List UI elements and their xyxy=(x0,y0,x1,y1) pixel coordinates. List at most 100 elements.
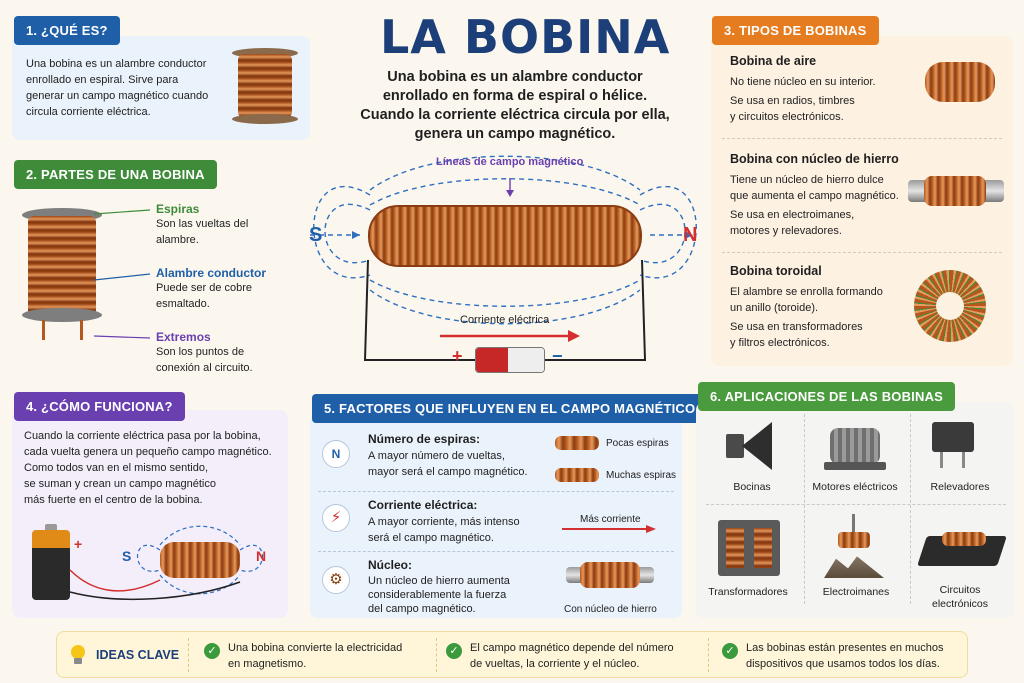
app-label-motors: Motores eléctricos xyxy=(812,481,898,493)
factor-desc: A mayor corriente, más intenso xyxy=(368,516,520,528)
more-current-label: Más corriente xyxy=(580,514,641,525)
text-line: cada vuelta genera un pequeño campo magn… xyxy=(24,446,272,458)
type-name: Bobina con núcleo de hierro xyxy=(730,152,899,166)
subtitle-line: genera un campo magnético. xyxy=(414,126,616,142)
type-air-coil: Bobina de aire No tiene núcleo en su int… xyxy=(730,54,910,125)
field-lines-label: Líneas de campo magnético xyxy=(436,156,584,168)
subtitle-line: enrollado en forma de espiral o hélice. xyxy=(382,88,648,104)
app-label-speakers: Bocinas xyxy=(733,481,771,493)
factor-desc: considerablemente la fuerza xyxy=(368,589,507,601)
part-desc: conexión al circuito. xyxy=(156,362,253,374)
part-desc: esmaltado. xyxy=(156,298,210,310)
pole-n-label: N xyxy=(683,224,698,246)
page-title: LA BOBINA xyxy=(380,10,671,64)
divider xyxy=(722,252,1002,253)
parts-coil-image xyxy=(22,208,102,340)
part-desc: Son los puntos de xyxy=(156,346,245,358)
section-what-is-heading: 1. ¿QUÉ ES? xyxy=(14,16,120,45)
factor-desc: será el campo magnético. xyxy=(368,532,494,544)
divider xyxy=(318,491,674,492)
subtitle-line: Una bobina es un alambre conductor xyxy=(387,69,643,85)
with-core-label: Con núcleo de hierro xyxy=(564,604,657,615)
app-label-circuits: Circuitos electrónicos xyxy=(931,584,989,610)
how-field-svg xyxy=(69,525,263,601)
app-label-electromagnets: Electroimanes xyxy=(822,586,890,598)
section-applications-heading: 6. APLICACIONES DE LAS BOBINAS xyxy=(698,382,956,411)
check-icon: ✓ xyxy=(722,643,738,659)
coil-diagram: + − xyxy=(300,150,710,380)
part-desc: Puede ser de cobre xyxy=(156,282,253,294)
idea-line: Las bobinas están presentes en muchos xyxy=(746,642,944,654)
text-line: Como todos van en el mismo sentido, xyxy=(24,462,209,474)
relay-icon xyxy=(930,422,976,472)
text-line: circula corriente eléctrica. xyxy=(26,106,151,118)
factor-desc: del campo magnético. xyxy=(368,603,476,615)
section-types-heading: 3. TIPOS DE BOBINAS xyxy=(712,16,879,45)
app-label-relays: Relevadores xyxy=(930,481,990,493)
type-desc: No tiene núcleo en su interior. xyxy=(730,76,876,88)
section-factors-heading: 5. FACTORES QUE INFLUYEN EN EL CAMPO MAG… xyxy=(312,394,708,423)
how-coil-icon xyxy=(160,542,240,578)
section-how-heading: 4. ¿CÓMO FUNCIONA? xyxy=(14,392,185,421)
divider xyxy=(910,414,911,604)
text-line: se suman y crean un campo magnético xyxy=(24,478,216,490)
many-turns-coil-icon xyxy=(555,468,599,482)
part-alambre: Alambre conductor Puede ser de cobre esm… xyxy=(156,266,296,312)
factor-name: Núcleo: xyxy=(368,558,413,572)
motor-icon xyxy=(824,424,886,472)
lightning-icon: ⚡ xyxy=(322,504,350,532)
iron-core-coil-icon xyxy=(908,176,1004,206)
transformer-icon xyxy=(718,520,780,576)
idea-line: de vueltas, la corriente y el núcleo. xyxy=(470,658,640,670)
key-idea-1: ✓ Una bobina convierte la electricidad e… xyxy=(204,640,434,672)
factor-name: Número de espiras: xyxy=(368,432,481,446)
factor-desc: Un núcleo de hierro aumenta xyxy=(368,575,510,587)
section-how-text: Cuando la corriente eléctrica pasa por l… xyxy=(24,428,286,508)
field-lines-svg xyxy=(310,155,697,361)
factor-desc: mayor será el campo magnético. xyxy=(368,466,528,478)
divider xyxy=(436,638,437,672)
center-coil xyxy=(368,205,642,267)
factor-desc: A mayor número de vueltas, xyxy=(368,450,505,462)
spool-coil-icon xyxy=(232,44,298,132)
part-extremos: Extremos Son los puntos de conexión al c… xyxy=(156,330,296,376)
text-line: generar un campo magnético cuando xyxy=(26,90,209,102)
idea-line: dispositivos que usamos todos los días. xyxy=(746,658,940,670)
type-desc: Se usa en transformadores xyxy=(730,321,863,333)
core-icon: ⚙ xyxy=(322,566,350,594)
key-ideas-label: IDEAS CLAVE xyxy=(96,648,180,662)
type-desc: Se usa en radios, timbres xyxy=(730,95,855,107)
type-name: Bobina toroidal xyxy=(730,264,822,278)
divider xyxy=(188,638,189,672)
part-name: Espiras xyxy=(156,202,200,216)
air-coil-icon xyxy=(925,62,995,102)
factor-name: Corriente eléctrica: xyxy=(368,498,478,512)
parts-pointer-lines xyxy=(93,209,151,339)
idea-line: Una bobina convierte la electricidad xyxy=(228,642,403,654)
idea-line: El campo magnético depende del número xyxy=(470,642,674,654)
type-desc: y circuitos electrónicos. xyxy=(730,111,844,123)
part-desc: Son las vueltas del xyxy=(156,218,249,230)
electromagnet-icon xyxy=(824,514,884,580)
part-espiras: Espiras Son las vueltas del alambre. xyxy=(156,202,286,248)
text-line: enrollado en espiral. Sirve para xyxy=(26,74,179,86)
part-name: Alambre conductor xyxy=(156,266,267,280)
divider xyxy=(722,138,1002,139)
speaker-icon xyxy=(722,420,782,472)
key-idea-3: ✓ Las bobinas están presentes en muchos … xyxy=(722,640,962,672)
part-desc: alambre. xyxy=(156,234,199,246)
section-what-is-text: Una bobina es un alambre conductor enrol… xyxy=(26,56,226,120)
type-desc: un anillo (toroide). xyxy=(730,302,819,314)
type-desc: Se usa en electroimanes, xyxy=(730,209,855,221)
divider xyxy=(318,551,674,552)
app-label-transformers: Transformadores xyxy=(708,586,788,598)
many-turns-label: Muchas espiras xyxy=(606,470,677,481)
page-subtitle: Una bobina es un alambre conductor enrol… xyxy=(330,68,700,144)
how-pole-n: N xyxy=(256,548,267,564)
pole-s-label: S xyxy=(309,224,323,246)
factor-turns: Número de espiras: A mayor número de vue… xyxy=(368,432,548,480)
few-turns-coil-icon xyxy=(555,436,599,450)
divider xyxy=(804,414,805,604)
current-label: Corriente eléctrica xyxy=(460,314,550,326)
text-line: más fuerte en el centro de la bobina. xyxy=(24,494,203,506)
